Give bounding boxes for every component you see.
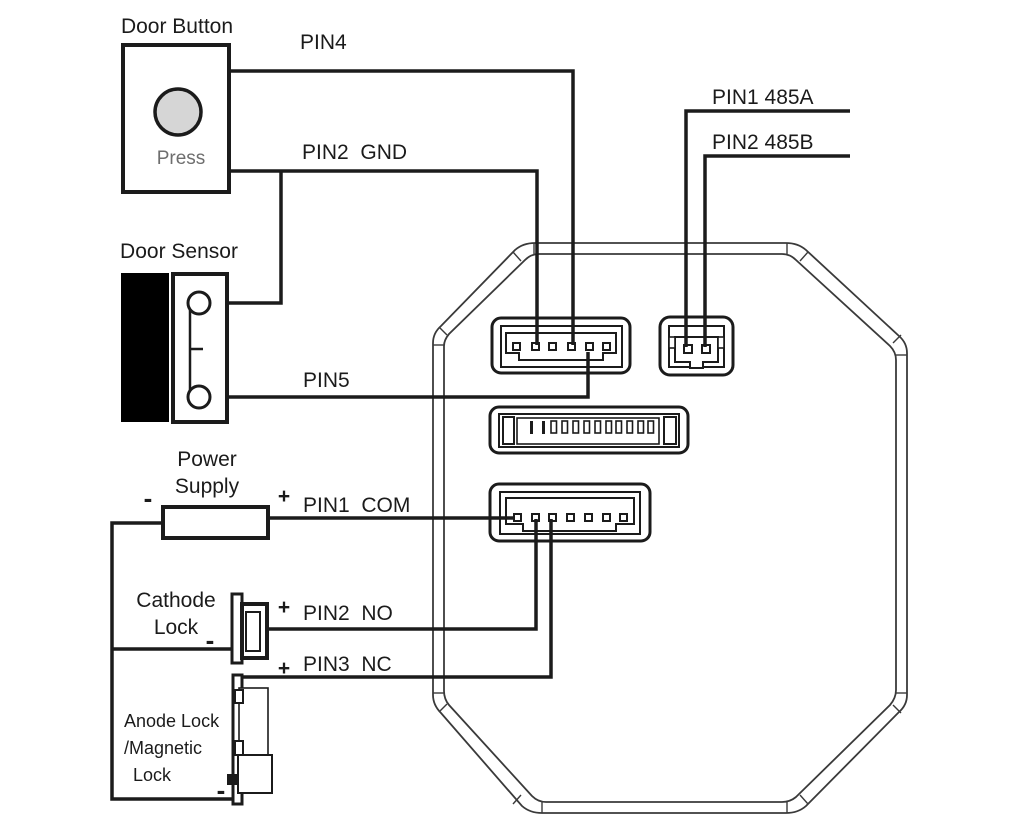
connector-6pin [490, 316, 632, 375]
connector-ribbon-bar [605, 420, 613, 434]
anode-lock-label-line2: /Magnetic [124, 738, 202, 758]
device-outline-inner [443, 253, 897, 803]
power-supply-label-line1: Power [177, 448, 237, 471]
connector-ribbon-bar [572, 420, 580, 434]
connector-pin [512, 342, 521, 351]
connector-pin [602, 342, 611, 351]
wires [110, 69, 850, 801]
corner-tick [438, 326, 448, 336]
anode-lock-magnet-body [237, 754, 273, 794]
connector-ribbon-bracket-left [502, 416, 515, 445]
cathode-lock [230, 592, 269, 665]
power-supply-body [161, 505, 270, 540]
door-button-circle [153, 87, 203, 137]
wire-pin5 [210, 352, 590, 399]
connector-pin [548, 342, 557, 351]
corner-tick [438, 703, 448, 713]
wire-pin1-485a [684, 109, 850, 347]
door-sensor-terminal-top [186, 290, 212, 316]
corner-tick [892, 704, 902, 714]
pin2-no-label: PIN2 NO [303, 602, 393, 625]
device-outline-outer [432, 242, 908, 814]
wire-pin4 [229, 69, 575, 345]
corner-tick [892, 334, 902, 344]
pin1-485a-label: PIN1 485A [712, 86, 814, 109]
connector-ribbon-bar [626, 420, 634, 434]
connector-rs485 [658, 315, 735, 377]
wire-pin2-485b [703, 154, 850, 347]
corner-tick [799, 251, 809, 262]
connector-ribbon-bar [561, 420, 569, 434]
connector-ribbon-bar [542, 421, 545, 434]
anode-lock-label-line3: Lock [133, 765, 172, 785]
wire-negative-rail [110, 521, 233, 801]
connector-pin [566, 513, 575, 522]
anode-lock-notch-top [234, 689, 244, 704]
pin5-label: PIN5 [303, 369, 350, 392]
connector-ribbon-bar [615, 420, 623, 434]
octagon-corner-ticks [433, 243, 907, 813]
cathode-lock-label-line1: Cathode [136, 589, 215, 612]
connector-pin [584, 513, 593, 522]
connector-ribbon-bar [550, 420, 558, 434]
pin2-no-plus-sign: + [278, 596, 290, 619]
anode-lock-notch-bottom [234, 740, 244, 756]
connector-ribbon-bar [530, 421, 533, 434]
pin2-485b-label: PIN2 485B [712, 131, 814, 154]
cathode-lock-label-line2: Lock [154, 616, 199, 639]
connector-7pin [488, 482, 652, 543]
device-panel-outline [432, 242, 908, 814]
door-sensor-terminal-bottom [186, 384, 212, 410]
connector-pin [513, 513, 522, 522]
power-supply-minus-sign: - [144, 483, 153, 513]
pin2-gnd-label: PIN2 GND [302, 141, 407, 164]
connector-rs485-tab [668, 336, 676, 349]
wire-pin2-gnd [229, 169, 539, 345]
wire-door-sensor-top [210, 171, 283, 305]
corner-tick [512, 251, 522, 262]
cathode-lock-minus-sign: - [206, 625, 215, 655]
connector-ribbon-bar [583, 420, 591, 434]
door-button: Press [121, 43, 231, 194]
corner-tick [512, 794, 522, 805]
wire-pin2-no [268, 519, 538, 631]
pin3-nc-label: PIN3 NC [303, 653, 392, 676]
corner-tick [799, 794, 809, 805]
connector-pin [602, 513, 611, 522]
connector-ribbon-bar [647, 420, 655, 434]
anode-lock-contact [227, 774, 237, 785]
door-button-press-label: Press [157, 148, 206, 169]
power-supply-label-line2: Supply [175, 475, 240, 498]
pin4-label: PIN4 [300, 31, 347, 54]
pin3-nc-plus-sign: + [278, 657, 290, 680]
connector-6pin-key [505, 332, 617, 361]
door-sensor [121, 272, 229, 424]
anode-lock [227, 673, 273, 806]
connector-ribbon-bar [637, 420, 645, 434]
connector-pin [619, 513, 628, 522]
connector-rs485-tab [717, 336, 725, 349]
connector-ribbon-bar [594, 420, 602, 434]
connector-ribbon [488, 405, 690, 455]
connector-pin [585, 342, 594, 351]
anode-lock-label-line1: Anode Lock [124, 711, 220, 731]
power-supply [161, 505, 270, 540]
door-sensor-magnet [121, 273, 169, 422]
door-sensor-label: Door Sensor [120, 240, 238, 263]
door-button-label: Door Button [121, 15, 233, 38]
cathode-lock-body-inner [245, 611, 261, 652]
connector-pin [683, 344, 693, 354]
wire-pin3-nc [237, 519, 553, 679]
anode-lock-minus-sign: - [217, 775, 226, 805]
power-supply-plus-sign: + [278, 485, 290, 508]
pin1-com-label: PIN1 COM [303, 494, 410, 517]
connector-ribbon-bracket-right [663, 416, 677, 445]
